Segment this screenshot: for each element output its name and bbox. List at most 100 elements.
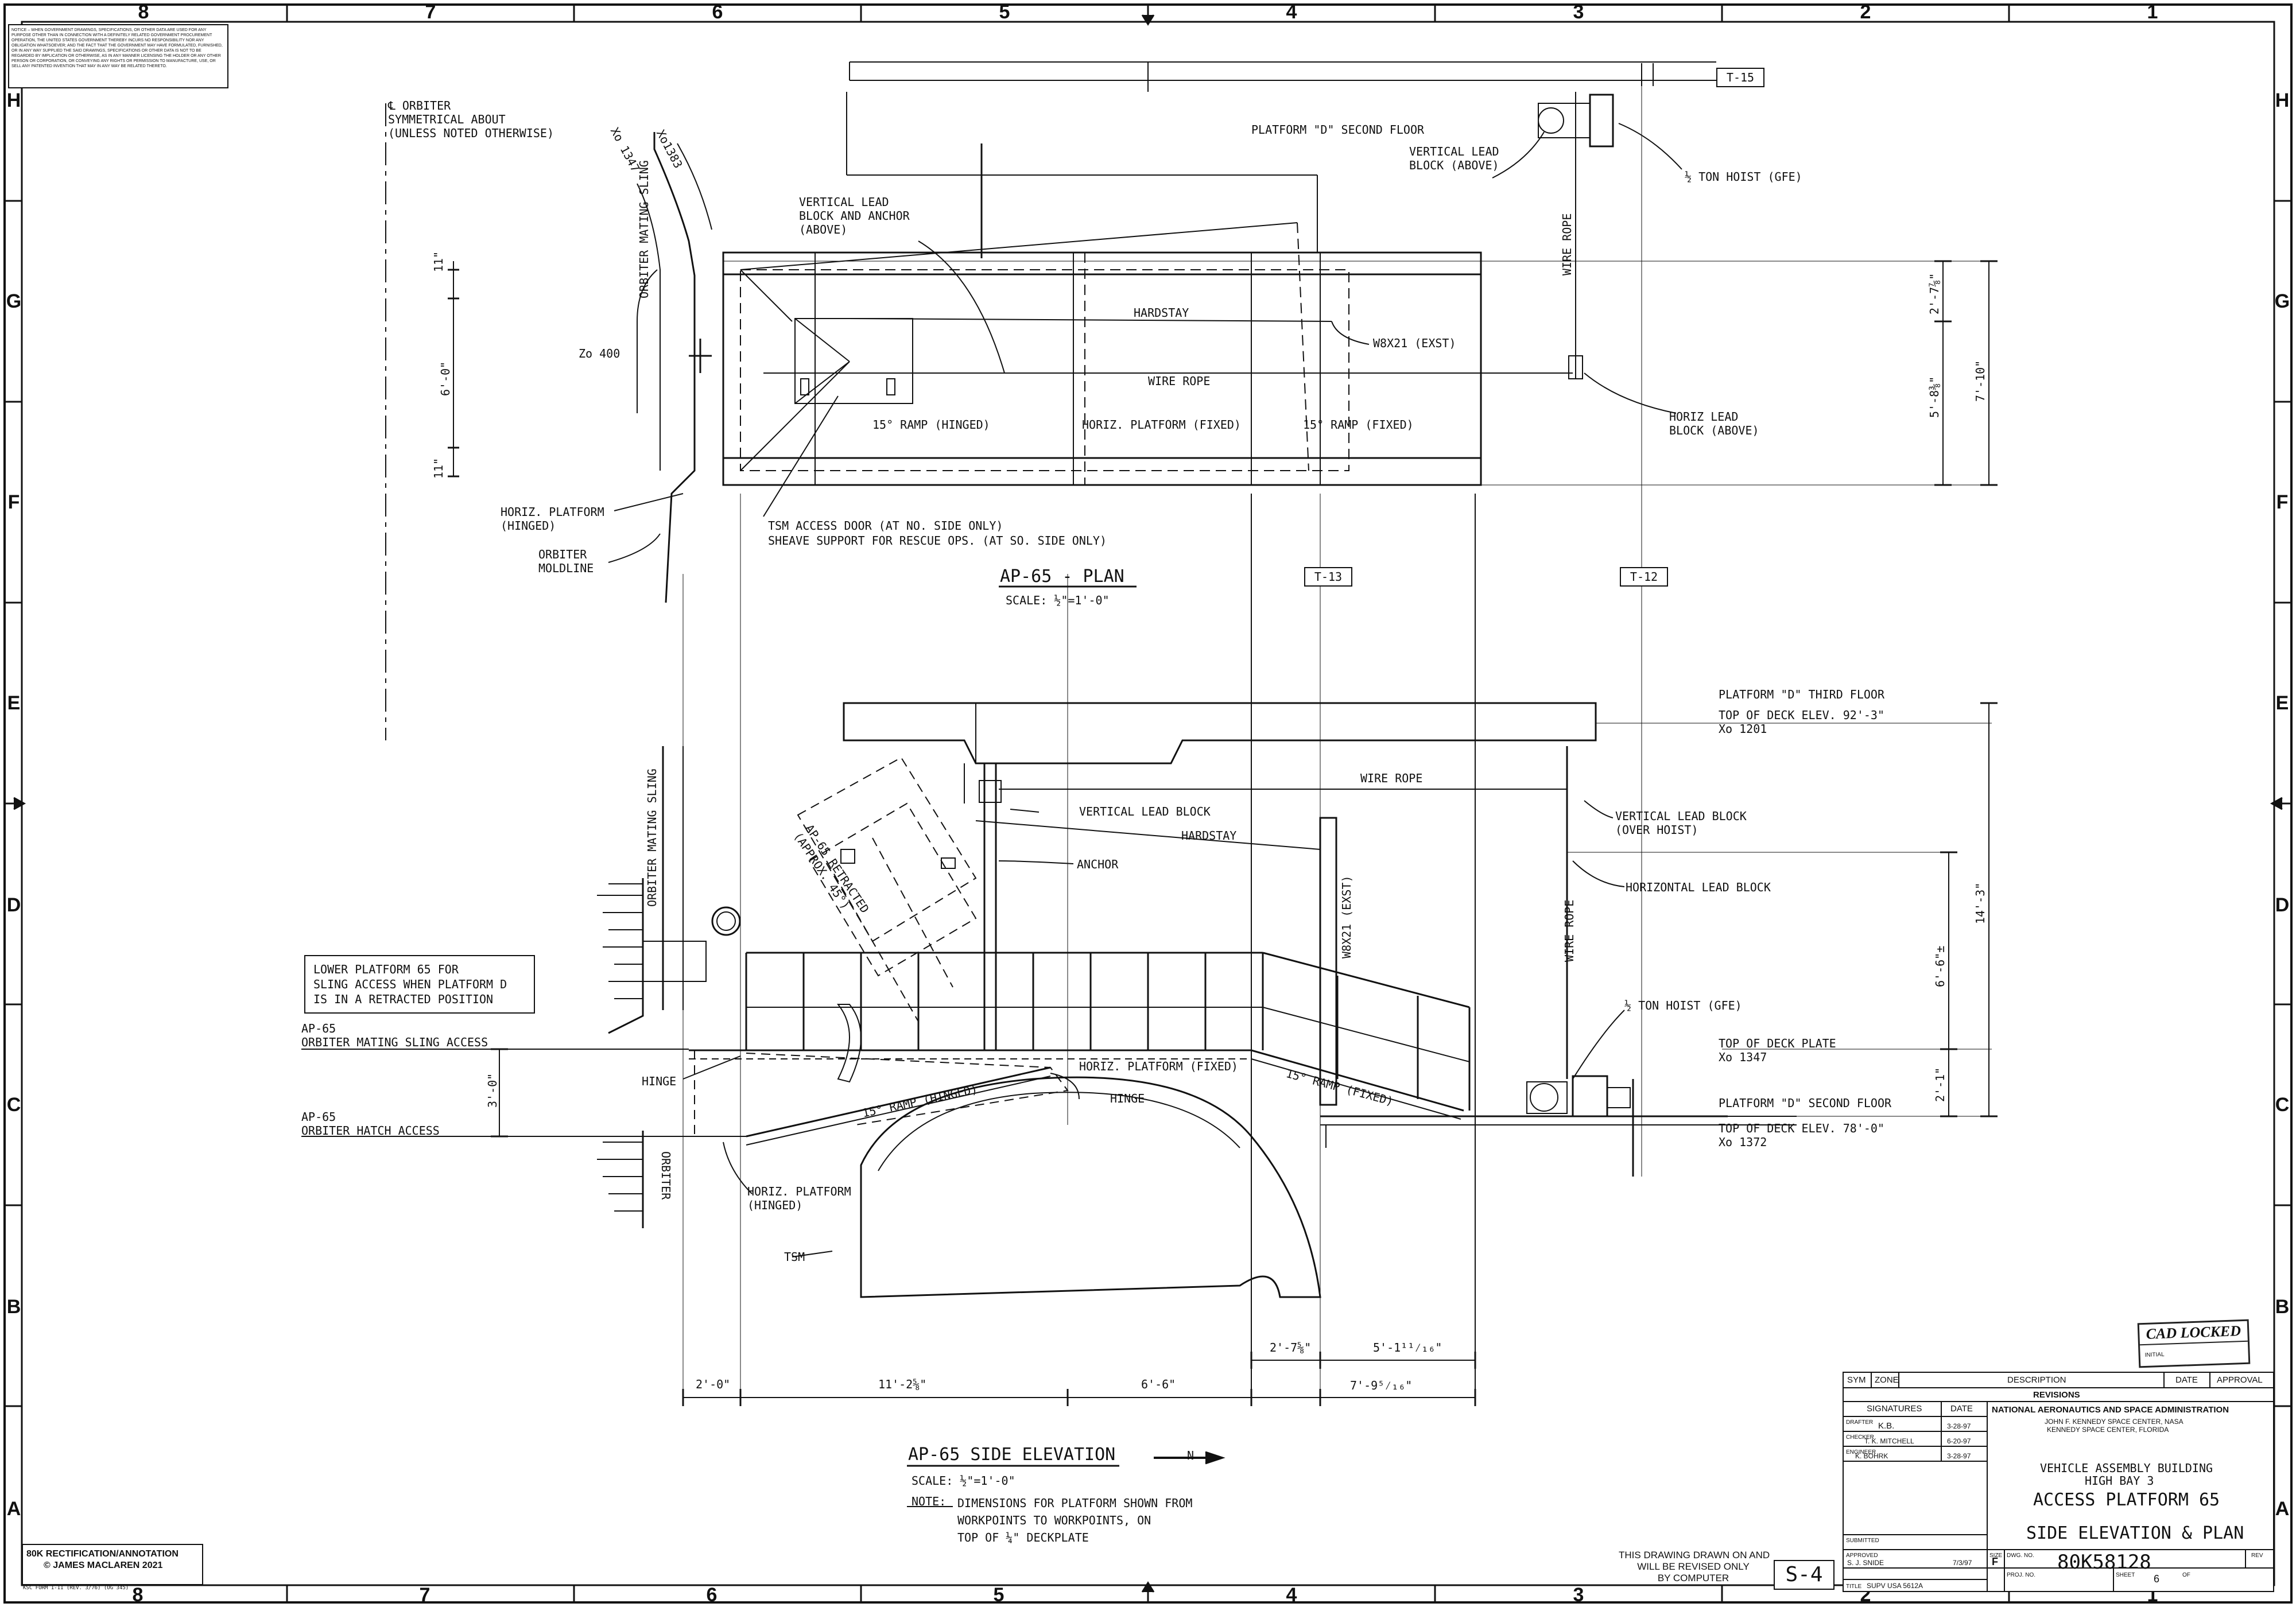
zone-row-d-right: D (2275, 894, 2290, 916)
submitted-label: SUBMITTED (1846, 1538, 1879, 1544)
plan-horiz-fixed-label: HORIZ. PLATFORM (FIXED) (1082, 418, 1241, 432)
elev-vlb-over-hoist-label: VERTICAL LEAD BLOCK (OVER HOIST) (1615, 809, 1747, 837)
checker-name: T. K. MITCHELL (1864, 1437, 1914, 1445)
plan-title: AP-65 - PLAN (1000, 566, 1124, 587)
elev-hoist-label: ½ TON HOIST (GFE) (1624, 999, 1742, 1012)
zone-col-2-top: 2 (1860, 1, 1871, 23)
agency-name: NATIONAL AERONAUTICS AND SPACE ADMINISTR… (1992, 1405, 2229, 1415)
plan-platform-d-second-label: PLATFORM "D" SECOND FLOOR (1251, 123, 1425, 137)
zone-row-a-right: A (2275, 1498, 2290, 1520)
plan-vertical-lead-above-label: VERTICAL LEAD BLOCK (ABOVE) (1409, 145, 1499, 172)
of-label: OF (2182, 1572, 2190, 1578)
signature-date-label: DATE (1950, 1404, 1973, 1414)
plan-zo400-label: Zo 400 (579, 347, 620, 360)
government-notice-text: NOTICE – WHEN GOVERNMENT DRAWINGS, SPECI… (11, 28, 223, 68)
drafter-name: K.B. (1878, 1421, 1895, 1431)
plan-vertical-lead-anchor-label: VERTICAL LEAD BLOCK AND ANCHOR (ABOVE) (799, 195, 910, 236)
zone-row-d-left: D (6, 894, 21, 916)
signatures-label: SIGNATURES (1867, 1404, 1922, 1414)
plan-hardstay-label: HARDSTAY (1134, 306, 1189, 320)
plan-moldline-label: ORBITER MOLDLINE (538, 548, 594, 575)
elev-w8x21-label: W8X21 (EXST) (1340, 875, 1353, 959)
elev-dim-2-0: 2'-0" (696, 1377, 731, 1391)
elev-dim-2-7: 2'-7⅝" (1270, 1341, 1312, 1354)
elev-tsm-label: TSM (784, 1250, 805, 1264)
drawing-title-line1: ACCESS PLATFORM 65 (2033, 1490, 2220, 1510)
zone-col-8-bottom: 8 (132, 1584, 144, 1606)
tag-t12: T-12 (1620, 567, 1668, 587)
plan-dim-7-10: 7'-10" (1973, 360, 1987, 402)
plan-centerline-note: ℄ ORBITER SYMMETRICAL ABOUT (UNLESS NOTE… (388, 99, 554, 140)
plan-dim-2-7: 2'-7⅞" (1927, 273, 1941, 315)
engineer-date: 3-28-97 (1947, 1452, 1971, 1460)
elev-dim-14-3: 14'-3" (1973, 882, 1987, 924)
rectification-box: 80K RECTIFICATION/ANNOTATION © JAMES MAC… (22, 1544, 203, 1585)
plan-horiz-lead-above-label: HORIZ LEAD BLOCK (ABOVE) (1669, 410, 1759, 437)
elev-anchor-label: ANCHOR (1077, 857, 1119, 871)
elev-dim-3-0: 3'-0" (486, 1073, 499, 1108)
plan-horiz-hinged-label: HORIZ. PLATFORM (HINGED) (501, 505, 604, 533)
approved-label: APPROVED (1846, 1552, 1878, 1559)
elev-dim-5-1: 5'-1¹¹⁄₁₆" (1373, 1341, 1442, 1354)
elev-dim-6-6: 6'-6" (1141, 1377, 1176, 1391)
form-number: KSC FORM 1-11 (REV. 3/76) (OG 345) (23, 1585, 129, 1591)
title-block: SYM ZONE DESCRIPTION DATE APPROVAL REVIS… (1843, 1372, 2274, 1592)
plan-sling-label: ORBITER MATING SLING (637, 160, 651, 298)
lower-platform-note-text: LOWER PLATFORM 65 FOR SLING ACCESS WHEN … (313, 962, 507, 1006)
sheet-value: 6 (2154, 1573, 2160, 1585)
engineer-role: ENGINEER (1846, 1449, 1876, 1455)
lower-platform-note-box: LOWER PLATFORM 65 FOR SLING ACCESS WHEN … (304, 955, 535, 1014)
plan-tsm-door-label: TSM ACCESS DOOR (AT NO. SIDE ONLY) (768, 519, 1003, 533)
elev-hardstay-label: HARDSTAY (1181, 829, 1237, 843)
elev-vertical-lead-block-label: VERTICAL LEAD BLOCK (1079, 805, 1211, 818)
sheet-code-box: S-4 (1774, 1560, 1835, 1590)
zone-col-3-bottom: 3 (1573, 1584, 1584, 1606)
elev-dim-2-1: 2'-1" (1933, 1067, 1947, 1102)
size-label: SIZE (1989, 1552, 2003, 1559)
plan-wire-rope-vertical-label: WIRE ROPE (1560, 213, 1574, 275)
zone-row-c-right: C (2275, 1094, 2290, 1116)
center-line2: KENNEDY SPACE CENTER, FLORIDA (2047, 1426, 2169, 1434)
zone-col-1-top: 1 (2147, 1, 2158, 23)
plan-scale: SCALE: ½"=1'-0" (1006, 593, 1110, 607)
elev-sling-label: ORBITER MATING SLING (645, 768, 659, 907)
zone-row-h-right: H (2275, 90, 2290, 111)
elevation-scale: SCALE: ½"=1'-0" (912, 1474, 1015, 1488)
rev-head-description: DESCRIPTION (2007, 1375, 2066, 1385)
zone-row-h-left: H (6, 90, 21, 111)
plan-dim-6-0: 6'-0" (439, 361, 452, 396)
elev-dim-7-9: 7'-9⁵⁄₁₆" (1350, 1379, 1413, 1392)
dwg-no-label: DWG. NO. (2007, 1552, 2034, 1559)
plan-w8x21-label: W8X21 (EXST) (1373, 336, 1456, 350)
tag-t13: T-13 (1304, 567, 1352, 587)
zone-row-e-left: E (7, 692, 21, 714)
zone-col-5-top: 5 (999, 1, 1010, 23)
building-line1: VEHICLE ASSEMBLY BUILDING (2040, 1461, 2213, 1475)
government-notice-box: NOTICE – WHEN GOVERNMENT DRAWINGS, SPECI… (8, 24, 228, 88)
plan-ramp-hinged-label: 15° RAMP (HINGED) (872, 418, 990, 432)
zone-row-f-left: F (7, 491, 20, 513)
zone-col-6-top: 6 (712, 1, 723, 23)
zone-row-a-left: A (6, 1498, 21, 1520)
plan-dim-5-8: 5'-8⅜" (1927, 376, 1941, 418)
rectification-line2: © JAMES MACLAREN 2021 (44, 1561, 163, 1570)
drawing-title-line2: SIDE ELEVATION & PLAN (2026, 1523, 2244, 1543)
sheet-label: SHEET (2116, 1572, 2135, 1578)
elev-wire-rope-label: WIRE ROPE (1360, 771, 1423, 785)
drafter-date: 3-28-97 (1947, 1422, 1971, 1430)
zone-col-6-bottom: 6 (706, 1584, 718, 1606)
building-line2: HIGH BAY 3 (2085, 1474, 2154, 1488)
proj-no-label: PROJ. NO. (2007, 1572, 2036, 1578)
rev-head-zone: ZONE (1875, 1375, 1899, 1385)
elev-dim-6-6-approx: 6'-6"± (1933, 945, 1947, 987)
elev-horizontal-lead-block-label: HORIZONTAL LEAD BLOCK (1626, 880, 1771, 894)
zone-row-g-right: G (2274, 290, 2290, 312)
plan-half-ton-hoist-label: ½ TON HOIST (GFE) (1685, 170, 1802, 184)
zone-col-8-top: 8 (138, 1, 149, 23)
zone-row-c-left: C (6, 1094, 21, 1116)
elev-wire-rope-vertical-label: WIRE ROPE (1562, 899, 1576, 962)
zone-row-e-right: E (2275, 692, 2289, 714)
drafter-role: DRAFTER (1846, 1419, 1874, 1426)
elev-platform-d-third-label: PLATFORM "D" THIRD FLOOR (1719, 688, 1884, 701)
